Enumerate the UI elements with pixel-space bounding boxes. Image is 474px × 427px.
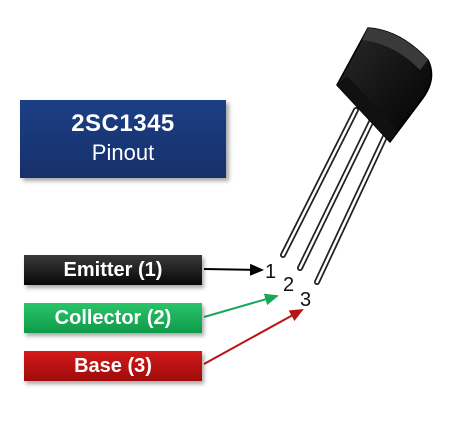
transistor-body <box>336 27 433 144</box>
collector-label: Collector (2) <box>24 303 202 333</box>
transistor-leads <box>280 107 393 285</box>
part-number: 2SC1345 <box>71 110 175 137</box>
pin-number-2: 2 <box>283 274 295 296</box>
pin-number-1: 1 <box>265 261 277 283</box>
pin-number-3: 3 <box>300 289 312 311</box>
collector-arrow <box>203 293 279 318</box>
base-label: Base (3) <box>24 351 202 381</box>
emitter-arrow <box>203 263 264 276</box>
lead-2-inner <box>298 116 375 270</box>
lead-3-inner <box>315 124 392 284</box>
title-box: 2SC1345 Pinout <box>20 100 226 178</box>
base-arrow <box>203 309 304 365</box>
lead-1-inner <box>281 108 358 257</box>
title-subtitle: Pinout <box>91 140 155 165</box>
emitter-label: Emitter (1) <box>24 255 202 285</box>
